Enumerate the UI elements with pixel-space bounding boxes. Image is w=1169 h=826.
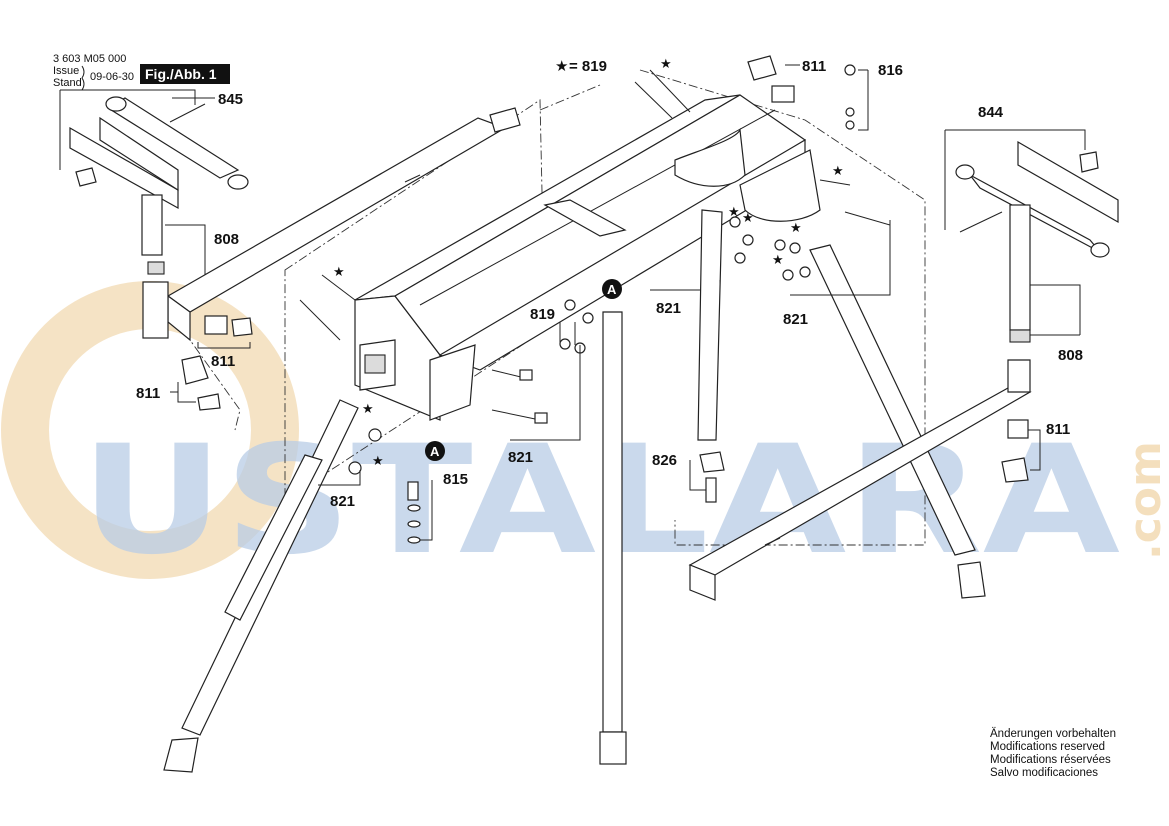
watermark: USTALARA .com [1,281,1169,588]
callout-845: 845 [218,91,243,108]
doc-number: 3 603 M05 000 [53,53,126,65]
watermark-suffix: .com [1120,441,1169,560]
right-extension-arm [688,359,1032,601]
left-extension-arm [142,107,521,342]
star-icon: ★ [832,164,844,179]
callout-811-c: 811 [802,58,826,75]
legs [163,209,986,773]
star-icon: ★ [660,57,672,72]
left-work-support [59,89,249,285]
callout-816: 816 [878,62,903,79]
star-icon: ★ [728,205,740,220]
figure-label-box [140,64,230,84]
callout-811-a: 811 [211,353,235,370]
part-callouts: 845 808 811 811 811 816 844 808 811 819 … [136,58,1083,510]
callout-811-d: 811 [1046,421,1070,438]
star-icon: ★ [790,221,802,236]
drawing-header: 3 603 M05 000 Issue Stand 09-06-30 Fig./… [53,53,230,91]
marker-a-top: A [607,282,617,297]
note-line-fr: Modifications réservées [990,754,1111,766]
revision-notes: Änderungen vorbehalten Modifications res… [990,728,1116,779]
callout-808-right: 808 [1058,347,1083,364]
issue-date: 09-06-30 [90,71,134,83]
marker-a-circle [602,279,622,299]
callout-821-c: 821 [508,449,533,466]
callout-821-b: 821 [783,311,808,328]
callout-811-b: 811 [136,385,160,402]
watermark-brand: USTALARA [80,414,1120,588]
note-line-de: Änderungen vorbehalten [990,728,1116,740]
main-frame [354,94,821,421]
leader-lines [172,64,891,541]
star-icon: ★ [362,402,374,417]
marker-a-bottom: A [430,444,440,459]
legend-star-text: = 819 [569,58,607,75]
callout-821-a: 821 [656,300,681,317]
stand-label: Stand [53,77,82,89]
note-line-en: Modifications reserved [990,741,1105,753]
star-icon: ★ [555,57,568,75]
left-knob-group [170,315,253,411]
callout-844: 844 [978,104,1004,121]
star-markers: ★ ★ ★ ★ ★ ★ ★ ★ ★ [333,57,844,469]
right-work-support [944,129,1119,483]
marker-a-circle [425,441,445,461]
hardware [299,55,891,544]
legend: ★ = 819 [555,57,607,75]
star-icon: ★ [333,265,345,280]
star-icon: ★ [772,253,784,268]
star-icon: ★ [372,454,384,469]
callout-826: 826 [652,452,677,469]
connection-markers: A A [425,279,622,461]
callout-808-left: 808 [214,231,239,248]
note-line-es: Salvo modificaciones [990,767,1098,779]
callout-819: 819 [530,306,555,323]
star-icon: ★ [742,211,754,226]
issue-label: Issue [53,65,79,77]
figure-label: Fig./Abb. 1 [145,66,217,82]
callout-821-d: 821 [330,493,355,510]
callout-815: 815 [443,471,468,488]
